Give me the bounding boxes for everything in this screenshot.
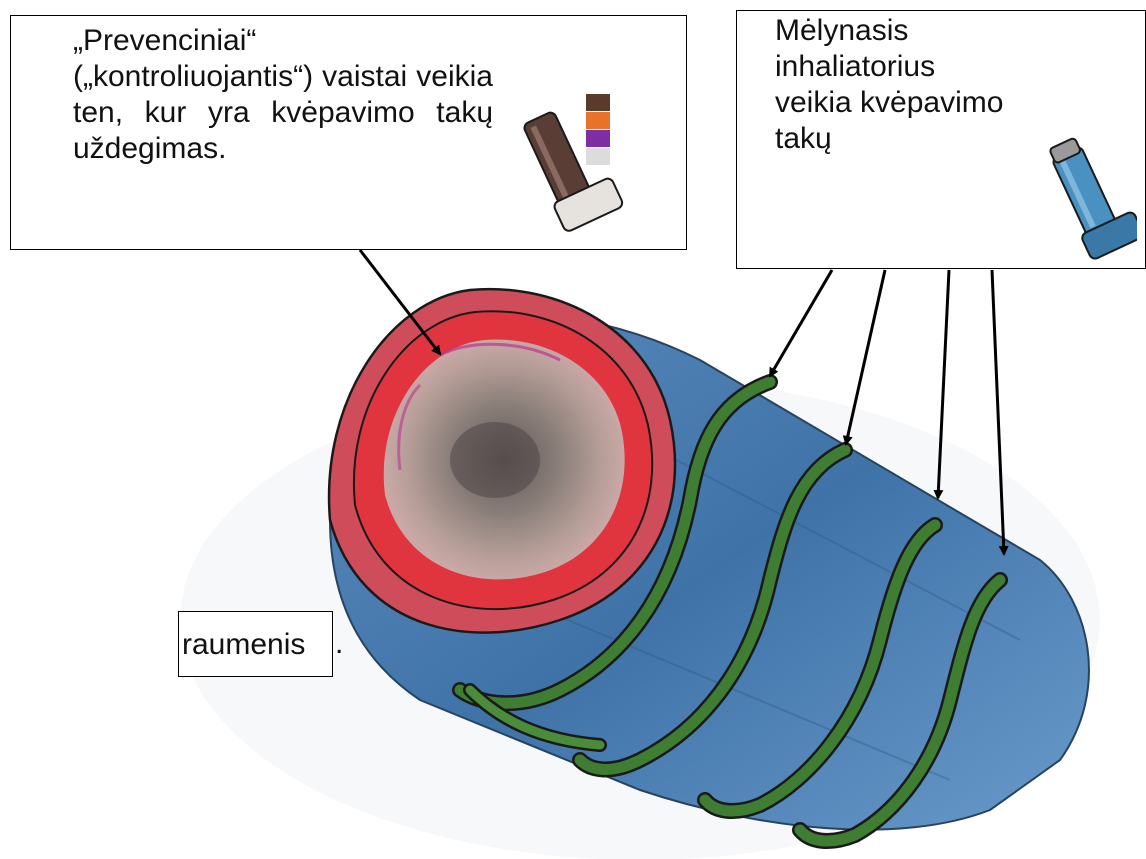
reliever-callout: Mėlynasis inhaliatorius veikia kvėpavimo… [736, 10, 1146, 269]
preventer-text: „Prevenciniai“ („kontroliuojantis“) vais… [73, 23, 493, 167]
inhaler-color-swatches-icon [586, 94, 610, 166]
muscle-label-period: . [335, 626, 343, 662]
reliever-text: Mėlynasis inhaliatorius veikia kvėpavimo… [775, 13, 1015, 157]
preventer-callout: „Prevenciniai“ („kontroliuojantis“) vais… [10, 15, 687, 250]
airway-opening [329, 289, 675, 632]
blue-inhaler-icon [1047, 131, 1137, 266]
muscle-label-box: raumenis [178, 611, 333, 677]
arrow-to-muscle-1 [770, 270, 832, 376]
muscle-label: raumenis [182, 627, 305, 663]
